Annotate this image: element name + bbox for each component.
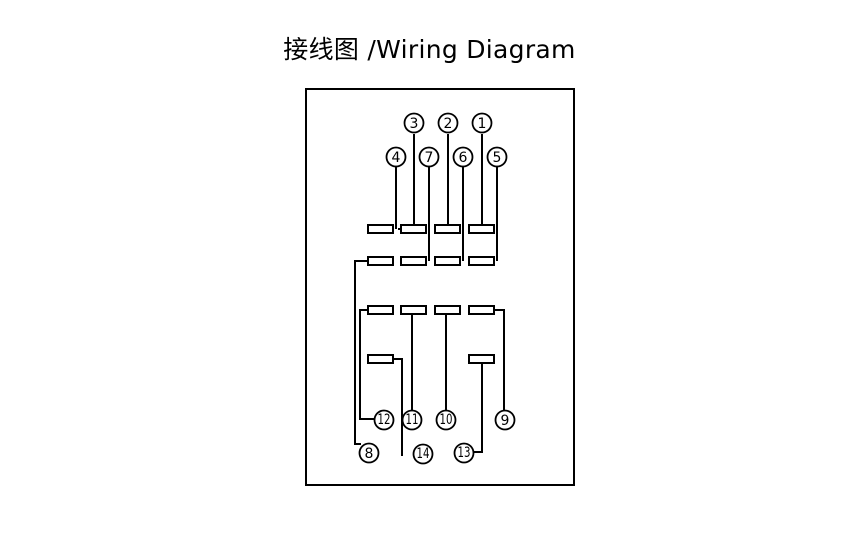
pin-7-label: 7	[425, 150, 434, 166]
pin-2-circle	[437, 112, 459, 134]
pin-9-circle	[494, 409, 516, 431]
pin-9-label: 9	[501, 413, 510, 429]
contact-r3-c4	[468, 305, 495, 315]
pin-12-circle	[373, 409, 395, 431]
pin-9-marker: 9	[494, 409, 516, 431]
contact-r1-c2	[400, 224, 427, 234]
pin-2-label: 2	[444, 116, 453, 132]
contact-r1-c1	[367, 224, 394, 234]
pin-7-circle	[418, 146, 440, 168]
diagram-frame	[305, 88, 575, 486]
pin-6-circle	[452, 146, 474, 168]
pin-5-label: 5	[493, 150, 502, 166]
contact-r3-c2	[400, 305, 427, 315]
coil-left	[367, 354, 394, 364]
pin-14-label: 14	[417, 446, 430, 462]
pin-10-marker: 10	[435, 409, 457, 431]
diagram-title: 接线图 /Wiring Diagram	[283, 35, 576, 64]
pin-14-circle	[412, 443, 434, 465]
pin-8-label: 8	[365, 446, 374, 462]
pin-3-circle	[403, 112, 425, 134]
pin-4-circle	[385, 146, 407, 168]
wire-pin-13	[474, 359, 483, 453]
pin-11-label: 11	[406, 412, 419, 428]
pin-12-marker: 12	[373, 409, 395, 431]
pin-1-circle	[471, 112, 493, 134]
contact-r1-c4	[468, 224, 495, 234]
coil-right	[468, 354, 495, 364]
contact-r2-c4	[468, 256, 495, 266]
pin-4-marker: 4	[385, 146, 407, 168]
wire-pin-8	[354, 260, 368, 445]
wire-pin-12	[359, 309, 374, 420]
pin-13-label: 13	[458, 445, 471, 461]
pin-8-circle	[358, 442, 380, 464]
pin-14-marker: 14	[412, 443, 434, 465]
contact-r2-c2	[400, 256, 427, 266]
contact-r1-c3	[434, 224, 461, 234]
pin-1-label: 1	[478, 116, 487, 132]
contact-r2-c1	[367, 256, 394, 266]
pin-13-circle	[453, 442, 475, 464]
pin-6-label: 6	[459, 150, 468, 166]
pin-6-marker: 6	[452, 146, 474, 168]
wire-pin-9	[492, 309, 505, 410]
pin-5-marker: 5	[486, 146, 508, 168]
pin-8-marker: 8	[358, 442, 380, 464]
pin-3-marker: 3	[403, 112, 425, 134]
pin-2-marker: 2	[437, 112, 459, 134]
contact-r2-c3	[434, 256, 461, 266]
contact-r3-c3	[434, 305, 461, 315]
pin-11-circle	[401, 409, 423, 431]
pin-10-label: 10	[440, 412, 453, 428]
pin-11-marker: 11	[401, 409, 423, 431]
pin-7-marker: 7	[418, 146, 440, 168]
pin-13-marker: 13	[453, 442, 475, 464]
pin-5-circle	[486, 146, 508, 168]
pin-12-label: 12	[378, 412, 391, 428]
contact-r3-c1	[367, 305, 394, 315]
wire-pin-14	[394, 358, 403, 456]
pin-3-label: 3	[410, 116, 419, 132]
pin-1-marker: 1	[471, 112, 493, 134]
pin-10-circle	[435, 409, 457, 431]
pin-4-label: 4	[392, 150, 401, 166]
